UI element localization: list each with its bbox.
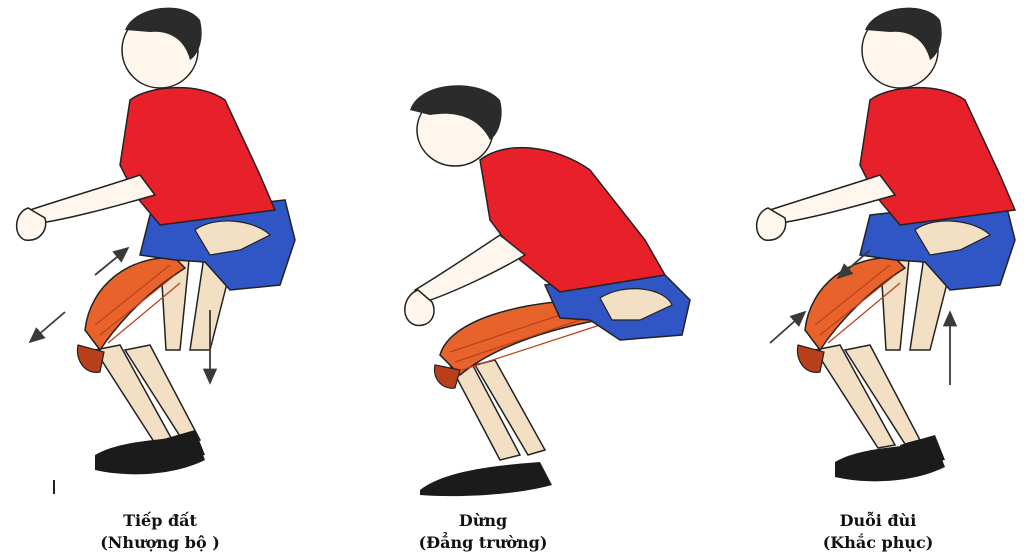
arrow-up-right [770,312,805,343]
stray-tick-mark [53,480,55,494]
shirt [860,88,1015,225]
figure-landing [17,8,295,475]
caption-subtitle: (Nhượng bộ ) [50,532,270,554]
caption-subtitle: (Đẳng trường) [373,532,593,554]
figures-illustration [0,0,1029,500]
caption-title: Duỗi đùi [768,510,988,532]
shoe [420,462,552,496]
caption-landing: Tiếp đất (Nhượng bộ ) [50,510,270,554]
figure-stop [405,85,690,496]
caption-title: Dừng [373,510,593,532]
shirt [120,88,275,225]
caption-stop: Dừng (Đẳng trường) [373,510,593,554]
caption-title: Tiếp đất [50,510,270,532]
arm [415,235,525,305]
arrow-down-left [30,312,65,342]
caption-subtitle: (Khắc phục) [768,532,988,554]
figure-extend [757,8,1015,482]
leg-bones [450,360,545,460]
shirt [480,148,665,292]
caption-extend: Duỗi đùi (Khắc phục) [768,510,988,554]
